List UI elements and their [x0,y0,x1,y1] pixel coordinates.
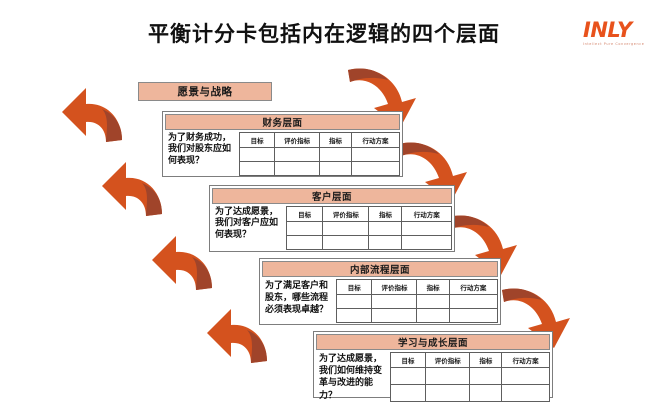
cell[interactable] [238,147,276,162]
panel-title-internal-process: 内部流程层面 [349,265,410,276]
cell[interactable] [371,294,418,309]
panel-title-financial: 财务层面 [262,118,303,129]
column-header-objective: 目标 [285,206,324,222]
panel-question-customer: 为了达成愿景，我们对客户应如何表现？ [215,207,279,240]
column-header-measure: 评价指标 [371,279,418,295]
page-title: 平衡计分卡包括内在逻辑的四个层面 [148,22,500,46]
column-header-measure: 评价指标 [424,352,471,368]
cell[interactable] [285,221,324,236]
table-row[interactable] [335,308,499,323]
panel-header-internal-process: 内部流程层面 [262,261,498,277]
column-header-target: 指标 [416,279,450,295]
panel-body-learning-growth: 为了达成愿景，我们如何维持变革与改进的能力？ 目标 评价指标 指标 行动方案 [316,352,550,402]
cell[interactable] [448,308,499,323]
panel-header-customer: 客户层面 [212,188,452,204]
table-header-row: 目标 评价指标 指标 行动方案 [390,352,550,368]
perspective-panel-learning-growth: 学习与成长层面 为了达成愿景，我们如何维持变革与改进的能力？ 目标 评价指标 指… [313,331,553,402]
kpi-table-customer: 目标 评价指标 指标 行动方案 [285,206,452,250]
kpi-table-internal-process: 目标 评价指标 指标 行动方案 [335,279,499,323]
logo-wordmark: INLY [583,18,632,42]
column-header-target: 指标 [368,206,403,222]
perspective-panel-customer: 客户层面 为了达成愿景，我们对客户应如何表现？ 目标 评价指标 指标 行动方案 [209,185,455,252]
inly-logo: INLY Intellect Pure Convergence [583,20,651,50]
panel-question-financial: 为了财务成功，我们对股东应如何表现？ [168,133,232,166]
column-header-measure: 评价指标 [274,132,320,148]
cell[interactable] [401,235,452,250]
cell[interactable] [401,221,452,236]
table-row[interactable] [238,161,401,176]
cell[interactable] [318,161,352,176]
cell[interactable] [274,161,320,176]
column-header-measure: 评价指标 [322,206,370,222]
cell[interactable] [368,235,403,250]
table-row[interactable] [335,294,499,309]
cell[interactable] [368,221,403,236]
column-header-initiative: 行动方案 [448,279,499,295]
cell[interactable] [390,383,426,402]
table-row[interactable] [285,221,452,236]
kpi-table-learning-growth: 目标 评价指标 指标 行动方案 [390,352,550,402]
column-header-initiative: 行动方案 [350,132,401,148]
column-header-initiative: 行动方案 [401,206,452,222]
arrow-up-to-financial [100,158,170,224]
vision-strategy-label: 愿景与战略 [177,86,233,98]
panel-body-customer: 为了达成愿景，我们对客户应如何表现？ 目标 评价指标 指标 行动方案 [212,206,452,250]
cell[interactable] [501,367,550,385]
cell[interactable] [371,308,418,323]
cell[interactable] [274,147,320,162]
cell[interactable] [469,383,503,402]
column-header-target: 指标 [318,132,352,148]
panel-title-learning-growth: 学习与成长层面 [397,338,468,349]
cell[interactable] [350,147,401,162]
column-header-objective: 目标 [335,279,373,295]
panel-header-financial: 财务层面 [165,114,400,130]
table-header-row: 目标 评价指标 指标 行动方案 [335,279,499,295]
table-row[interactable] [390,367,550,385]
panel-body-internal-process: 为了满足客户和股东，哪些流程必须表现卓越？ 目标 评价指标 指标 行动方案 [262,279,499,323]
cell[interactable] [350,161,401,176]
panel-body-financial: 为了财务成功，我们对股东应如何表现？ 目标 评价指标 指标 行动方案 [165,132,401,176]
arrow-up-to-vision [60,84,130,150]
cell[interactable] [390,367,426,385]
cell[interactable] [416,308,450,323]
panel-title-customer: 客户层面 [311,192,352,203]
cell[interactable] [424,367,471,385]
cell[interactable] [501,383,550,402]
cell[interactable] [335,308,373,323]
table-row[interactable] [390,383,550,402]
perspective-panel-financial: 财务层面 为了财务成功，我们对股东应如何表现？ 目标 评价指标 指标 行动方案 [162,111,403,177]
perspective-panel-internal-process: 内部流程层面 为了满足客户和股东，哪些流程必须表现卓越？ 目标 评价指标 指标 … [259,258,501,325]
cell[interactable] [238,161,276,176]
logo-tagline: Intellect Pure Convergence [583,42,645,46]
table-header-row: 目标 评价指标 指标 行动方案 [285,206,452,222]
cell[interactable] [285,235,324,250]
cell[interactable] [322,221,370,236]
column-header-target: 指标 [469,352,503,368]
table-header-row: 目标 评价指标 指标 行动方案 [238,132,401,148]
vision-strategy-box: 愿景与战略 [138,82,272,101]
cell[interactable] [335,294,373,309]
column-header-objective: 目标 [238,132,276,148]
column-header-objective: 目标 [390,352,426,368]
cell[interactable] [322,235,370,250]
cell[interactable] [424,383,471,402]
cell[interactable] [469,367,503,385]
panel-question-learning-growth: 为了达成愿景，我们如何维持变革与改进的能力？ [319,354,383,401]
table-row[interactable] [285,235,452,250]
cell[interactable] [416,294,450,309]
column-header-initiative: 行动方案 [501,352,550,368]
table-row[interactable] [238,147,401,162]
kpi-table-financial: 目标 评价指标 指标 行动方案 [238,132,401,176]
panel-header-learning-growth: 学习与成长层面 [316,334,550,350]
cell[interactable] [448,294,499,309]
panel-question-internal-process: 为了满足客户和股东，哪些流程必须表现卓越？ [265,281,329,316]
cell[interactable] [318,147,352,162]
